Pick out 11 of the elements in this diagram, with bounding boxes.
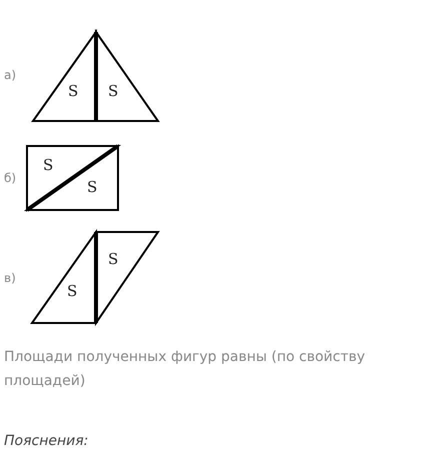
area-label: S	[108, 84, 118, 99]
conclusion-text: Площади полученных фигур равны (по свойству площадей)	[4, 348, 366, 391]
area-label: S	[87, 180, 98, 195]
area-label: S	[43, 158, 54, 173]
area-label: S	[68, 84, 78, 99]
area-label: S	[108, 252, 118, 267]
area-label: S	[67, 284, 78, 299]
item-letter: а)	[4, 68, 16, 82]
item-letter: в)	[4, 271, 16, 285]
explanation-heading: Пояснения:	[4, 433, 88, 449]
item-letter: б)	[4, 171, 16, 185]
